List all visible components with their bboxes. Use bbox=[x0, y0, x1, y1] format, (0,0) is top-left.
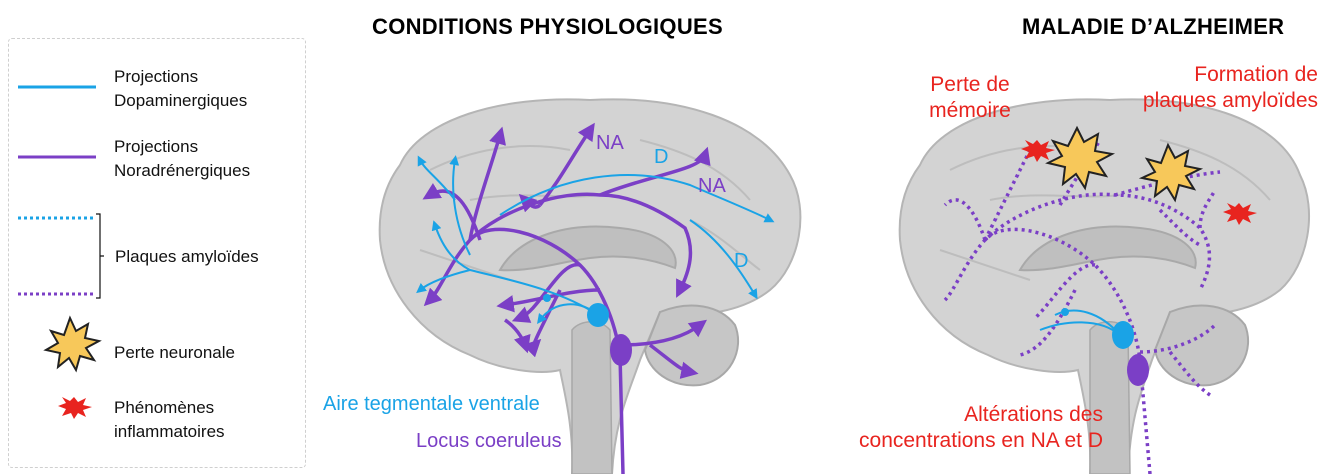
memory-loss-label: Perte de mémoire bbox=[915, 72, 1025, 124]
left-blue-dot bbox=[543, 294, 551, 302]
legend-bracket bbox=[96, 214, 104, 298]
label-d-1: D bbox=[654, 146, 668, 169]
legend-dopaminergic-label: Projections Dopaminergiques bbox=[114, 65, 247, 113]
label-d-2: D bbox=[734, 250, 748, 273]
label-na-1: NA bbox=[596, 132, 624, 155]
left-locus-coeruleus-node bbox=[610, 334, 632, 366]
legend-plaques-label: Plaques amyloïdes bbox=[115, 245, 259, 269]
left-brain bbox=[380, 99, 801, 474]
right-blue-dot bbox=[1061, 308, 1069, 316]
right-vta-node bbox=[1112, 321, 1134, 349]
legend-inflammation-label: Phénomènes inflammatoires bbox=[114, 396, 225, 444]
legend-neuronal-loss-label: Perte neuronale bbox=[114, 341, 235, 365]
left-vta-node bbox=[587, 303, 609, 327]
left-panel-title: CONDITIONS PHYSIOLOGIQUES bbox=[372, 14, 723, 40]
legend-burst-icon bbox=[46, 318, 99, 370]
legend-noradrenergic-label: Projections Noradrénergiques bbox=[114, 135, 250, 183]
alterations-label: Altérations des concentrations en NA et … bbox=[808, 402, 1103, 454]
label-na-2: NA bbox=[698, 175, 726, 198]
vta-label: Aire tegmentale ventrale bbox=[323, 393, 540, 416]
plaque-formation-label: Formation de plaques amyloïdes bbox=[1128, 62, 1318, 114]
right-panel-title: MALADIE D’ALZHEIMER bbox=[1022, 14, 1284, 40]
right-locus-coeruleus-node bbox=[1127, 354, 1149, 386]
locus-coeruleus-label: Locus coeruleus bbox=[416, 430, 562, 453]
legend-inflammation-icon bbox=[58, 397, 92, 419]
